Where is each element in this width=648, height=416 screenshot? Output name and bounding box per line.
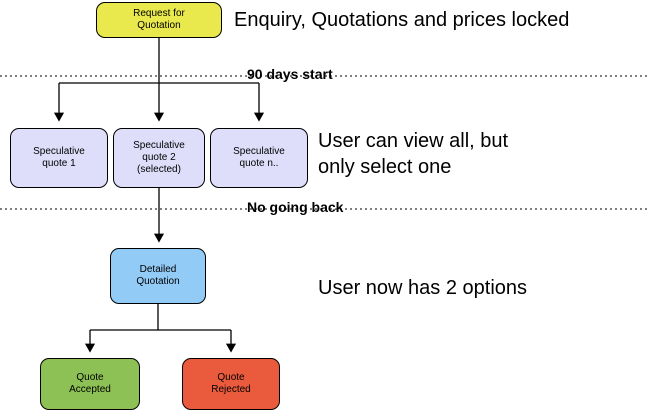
node-request-for-quotation[interactable]: Request for Quotation — [96, 2, 222, 38]
node-detailed-quotation[interactable]: Detailed Quotation — [110, 248, 206, 304]
annotation-user-can-view-all: User can view all, but only select one — [318, 130, 509, 178]
node-quote-accepted[interactable]: Quote Accepted — [40, 358, 140, 410]
annotation-enquiry-prices-locked: Enquiry, Quotations and prices locked — [234, 9, 570, 31]
connector-rfq-to-speculatives — [53, 38, 265, 122]
node-speculative-quote-2-selected[interactable]: Speculative quote 2 (selected) — [113, 128, 205, 188]
node-speculative-quote-1[interactable]: Speculative quote 1 — [10, 128, 108, 188]
annotation-user-now-has-2-options: User now has 2 options — [318, 277, 528, 299]
node-quote-rejected[interactable]: Quote Rejected — [182, 358, 280, 410]
node-label: Quote Accepted — [69, 372, 111, 395]
phase-label-no-going-back: No going back — [247, 199, 344, 215]
node-speculative-quote-n[interactable]: Speculative quote n.. — [210, 128, 308, 188]
node-label: Speculative quote 2 (selected) — [133, 140, 185, 175]
node-label: Speculative quote n.. — [233, 146, 285, 169]
node-label: Quote Rejected — [211, 372, 251, 395]
phase-label-90-days-start: 90 days start — [247, 66, 333, 82]
node-label: Speculative quote 1 — [33, 146, 85, 169]
node-label: Detailed Quotation — [136, 264, 180, 287]
connector-detailed-to-outcomes — [84, 304, 237, 353]
node-label: Request for Quotation — [133, 8, 185, 31]
